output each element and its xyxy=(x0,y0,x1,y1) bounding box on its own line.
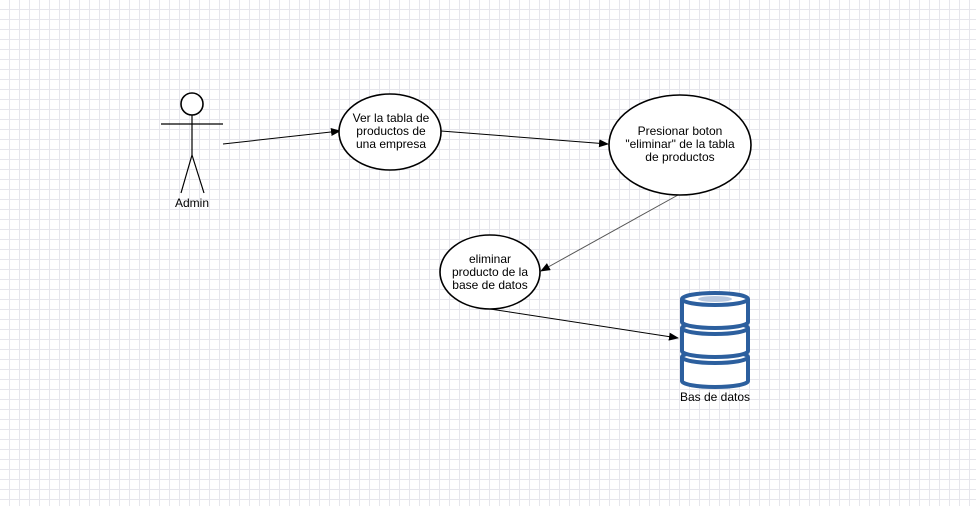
use-case-label-uc1: Ver la tabla de productos de una empresa xyxy=(352,111,430,151)
use-case-label-uc3: eliminar producto de la base de datos xyxy=(451,252,529,292)
connector-uc3-to-database xyxy=(489,308,679,341)
actor-head xyxy=(180,92,204,116)
use-case-label-uc2: Presionar boton "eliminar" de la tabla d… xyxy=(625,124,735,164)
connector-uc1-to-uc2 xyxy=(440,130,609,148)
use-case-ellipse-uc2[interactable] xyxy=(608,94,752,196)
actor-right-leg xyxy=(191,154,205,194)
connector-uc2-to-uc3 xyxy=(540,194,679,272)
actor-label: Admin xyxy=(174,196,209,210)
actor-left-leg xyxy=(180,154,193,194)
database-label: Bas de datos xyxy=(679,390,751,404)
use-case-ellipse-uc3[interactable] xyxy=(439,234,541,310)
use-case-ellipse-uc1[interactable] xyxy=(338,93,442,171)
database-icon[interactable] xyxy=(680,291,750,389)
actor-stick-figure xyxy=(161,92,223,194)
connector-actor-to-uc1 xyxy=(222,128,341,145)
